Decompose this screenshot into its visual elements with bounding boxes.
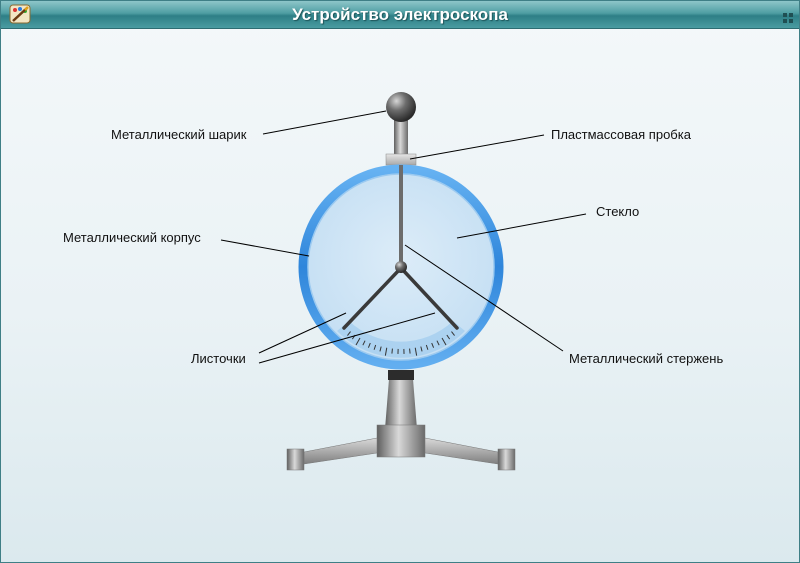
label-glass: Стекло: [596, 204, 640, 219]
label-metal-case: Металлический корпус: [63, 230, 201, 245]
palette-brush-icon[interactable]: [8, 4, 32, 24]
scale: [337, 321, 465, 358]
scale-tick: [355, 337, 361, 346]
scale-tick: [431, 342, 435, 348]
scale-tick: [347, 331, 351, 336]
scale-tick: [384, 347, 388, 356]
scale-tick: [420, 346, 423, 352]
scale-tick: [425, 344, 429, 350]
scale-tick: [446, 334, 451, 340]
label-metal-ball: Металлический шарик: [111, 127, 247, 142]
pointer-lines: [220, 110, 587, 364]
label-plastic-stopper: Пластмассовая пробка: [551, 127, 691, 142]
scale-tick: [379, 346, 382, 352]
title-bar[interactable]: Устройство электроскопа: [1, 1, 799, 29]
scale-tick: [362, 340, 366, 346]
scale-tick: [414, 347, 418, 356]
metal-ball: [386, 92, 416, 158]
stand: [286, 370, 516, 471]
label-metal-rod: Металлический стержень: [569, 351, 724, 366]
plastic-stopper: [385, 153, 417, 166]
metal-rod: [342, 165, 459, 330]
scale-tick: [451, 331, 455, 336]
scale-tick: [409, 348, 411, 354]
window-grip-icon[interactable]: [783, 10, 793, 23]
scale-tick: [391, 348, 393, 354]
scale-tick: [373, 344, 377, 350]
window-title: Устройство электроскопа: [292, 5, 508, 24]
label-leaves: Листочки: [191, 351, 246, 366]
scale-tick: [441, 337, 447, 346]
scale-tick: [367, 342, 371, 348]
scale-tick: [436, 340, 440, 346]
